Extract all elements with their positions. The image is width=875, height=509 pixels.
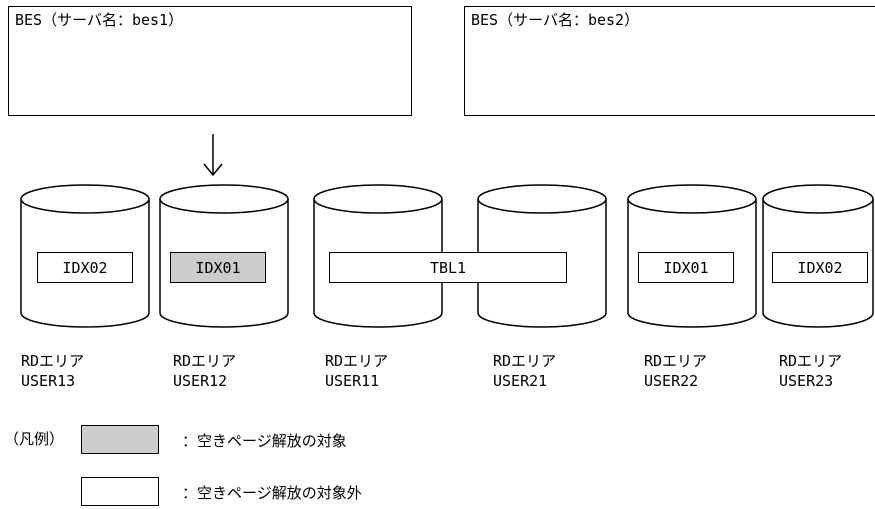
area-name-label: USER21	[493, 372, 548, 390]
area-name-label: USER12	[173, 372, 228, 390]
area-type-label: RDエリア	[493, 352, 557, 370]
index-box-idx02-user13: IDX02	[37, 252, 133, 283]
index-box-idx02-user23: IDX02	[772, 252, 868, 283]
area-label-user22: RDエリア USER22	[644, 351, 707, 391]
area-name-label: USER13	[21, 372, 76, 390]
index-box-idx01-user12: IDX01	[170, 252, 266, 283]
down-arrow-icon	[203, 134, 223, 177]
area-label-user21: RDエリア USER21	[493, 351, 556, 391]
area-name-label: USER11	[325, 372, 380, 390]
area-type-label: RDエリア	[779, 352, 843, 370]
area-type-label: RDエリア	[325, 352, 389, 370]
legend-text-non-target: ：空きページ解放の対象外	[182, 484, 362, 502]
table-box-tbl1: TBL1	[329, 252, 567, 283]
area-label-user11: RDエリア USER11	[325, 351, 388, 391]
server-box-bes2: BES（サーバ名：bes2）	[464, 6, 875, 116]
index-box-idx01-user22: IDX01	[638, 252, 734, 283]
server-label-bes1: BES（サーバ名：bes1）	[15, 11, 184, 29]
server-box-bes1: BES（サーバ名：bes1）	[8, 6, 412, 116]
legend-text-target: ：空きページ解放の対象	[182, 432, 347, 450]
area-type-label: RDエリア	[644, 352, 708, 370]
area-type-label: RDエリア	[173, 352, 237, 370]
legend-swatch-target	[81, 425, 159, 454]
area-name-label: USER23	[779, 372, 834, 390]
area-type-label: RDエリア	[21, 352, 85, 370]
area-label-user23: RDエリア USER23	[779, 351, 842, 391]
legend-swatch-non-target	[81, 477, 159, 506]
server-label-bes2: BES（サーバ名：bes2）	[471, 11, 640, 29]
area-label-user13: RDエリア USER13	[21, 351, 84, 391]
legend-title: （凡例）	[4, 430, 65, 448]
area-label-user12: RDエリア USER12	[173, 351, 236, 391]
area-name-label: USER22	[644, 372, 699, 390]
